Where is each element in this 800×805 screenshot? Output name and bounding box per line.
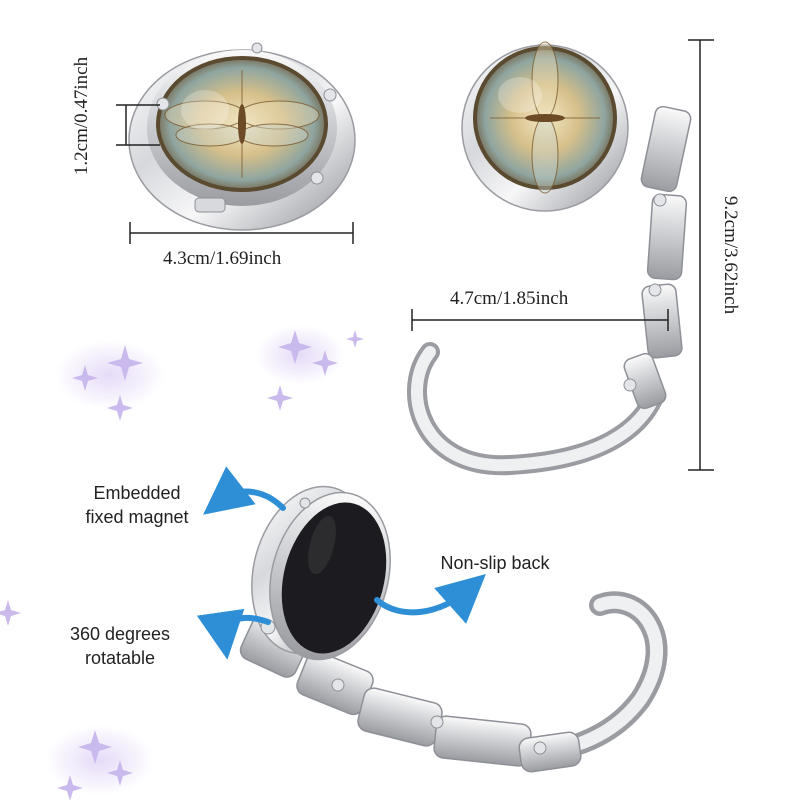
label-hook-width: 4.7cm/1.85inch (450, 288, 569, 309)
label-rotatable: 360 degrees rotatable (55, 622, 185, 670)
dimension-line-top-width (129, 222, 354, 244)
sparkle-icon (0, 325, 364, 801)
label-embedded-magnet: Embedded fixed magnet (62, 481, 212, 529)
label-non-slip-back: Non-slip back (440, 553, 550, 573)
label-top-height: 1.2cm/0.47inch (71, 56, 92, 176)
label-embedded-magnet-line1: Embedded (93, 483, 181, 503)
dragonfly-art-icon (477, 41, 613, 194)
dimension-line-hook-width (411, 309, 669, 331)
back-view-hanger (239, 485, 668, 773)
open-hanger (407, 41, 692, 476)
dimension-line-height (116, 104, 160, 146)
label-hook-length: 9.2cm/3.62inch (720, 195, 741, 315)
curved-arrow-icon (196, 466, 486, 660)
dimension-line-hook-length (688, 39, 714, 471)
label-rotatable-line2: rotatable (84, 648, 156, 668)
label-top-width: 4.3cm/1.69inch (163, 248, 282, 269)
label-rotatable-line1: 360 degrees (69, 624, 171, 644)
label-embedded-magnet-line2: fixed magnet (85, 507, 189, 527)
closed-hanger (128, 42, 356, 231)
dragonfly-art-icon (160, 60, 324, 188)
